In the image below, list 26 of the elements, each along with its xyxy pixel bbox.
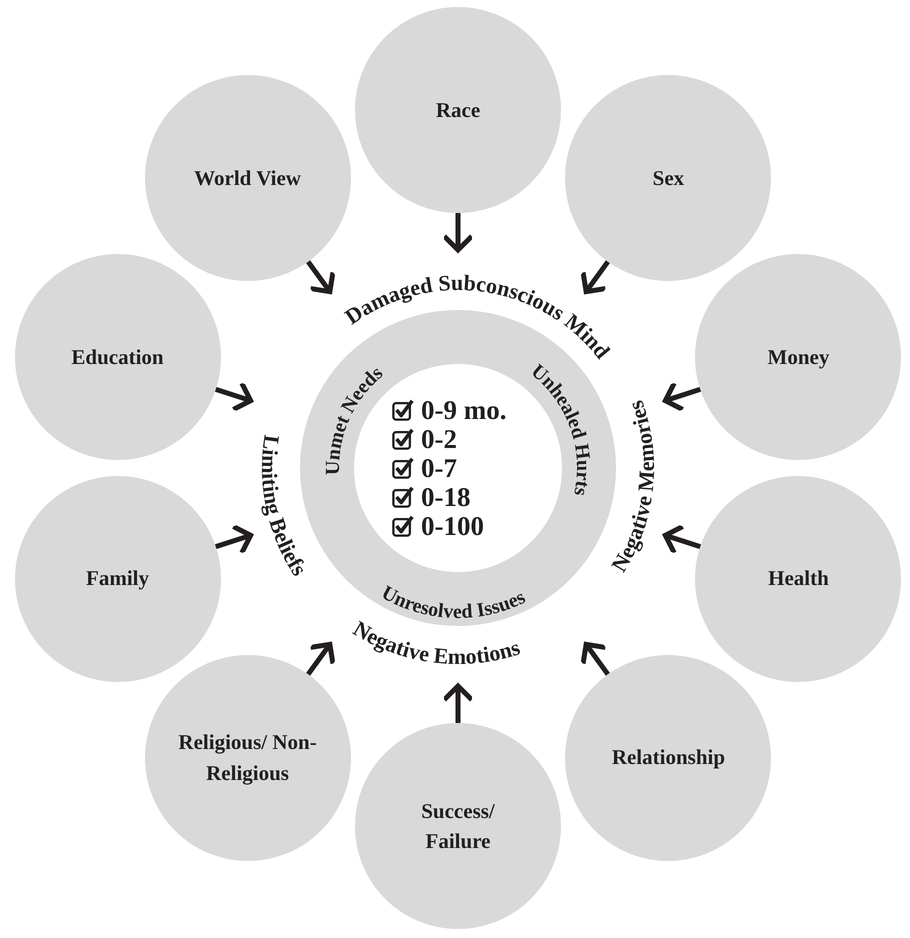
circle-label: Success/ Failure <box>420 798 496 855</box>
circle-label: World View <box>193 165 302 192</box>
arrow <box>214 525 254 553</box>
checklist-item: 0-100 <box>421 512 484 540</box>
circle-label: Health <box>767 565 830 592</box>
arrow <box>306 260 336 294</box>
curved-label: Unresolved Issues <box>378 582 529 624</box>
arrow <box>580 260 610 294</box>
arrow <box>662 383 702 411</box>
checklist-item: 0-9 mo. <box>421 396 506 424</box>
arrow <box>444 213 472 252</box>
checklist-item: 0-2 <box>421 424 457 454</box>
arrow <box>580 642 610 676</box>
circle-label: Sex <box>652 165 686 192</box>
circle-label: Relationship <box>610 744 726 772</box>
circle-label: Race <box>434 96 482 124</box>
arrow <box>662 525 702 553</box>
arrow <box>444 684 472 723</box>
arrow <box>306 642 336 676</box>
checklist-item: 0-7 <box>421 454 457 482</box>
circle-label: Religious/ Non-Religious <box>178 729 318 787</box>
circle-label: Money <box>766 344 830 372</box>
checklist-item: 0-18 <box>421 482 470 512</box>
circle-label: Family <box>85 565 150 592</box>
arrow <box>214 383 254 411</box>
circle-label: Education <box>70 344 165 372</box>
